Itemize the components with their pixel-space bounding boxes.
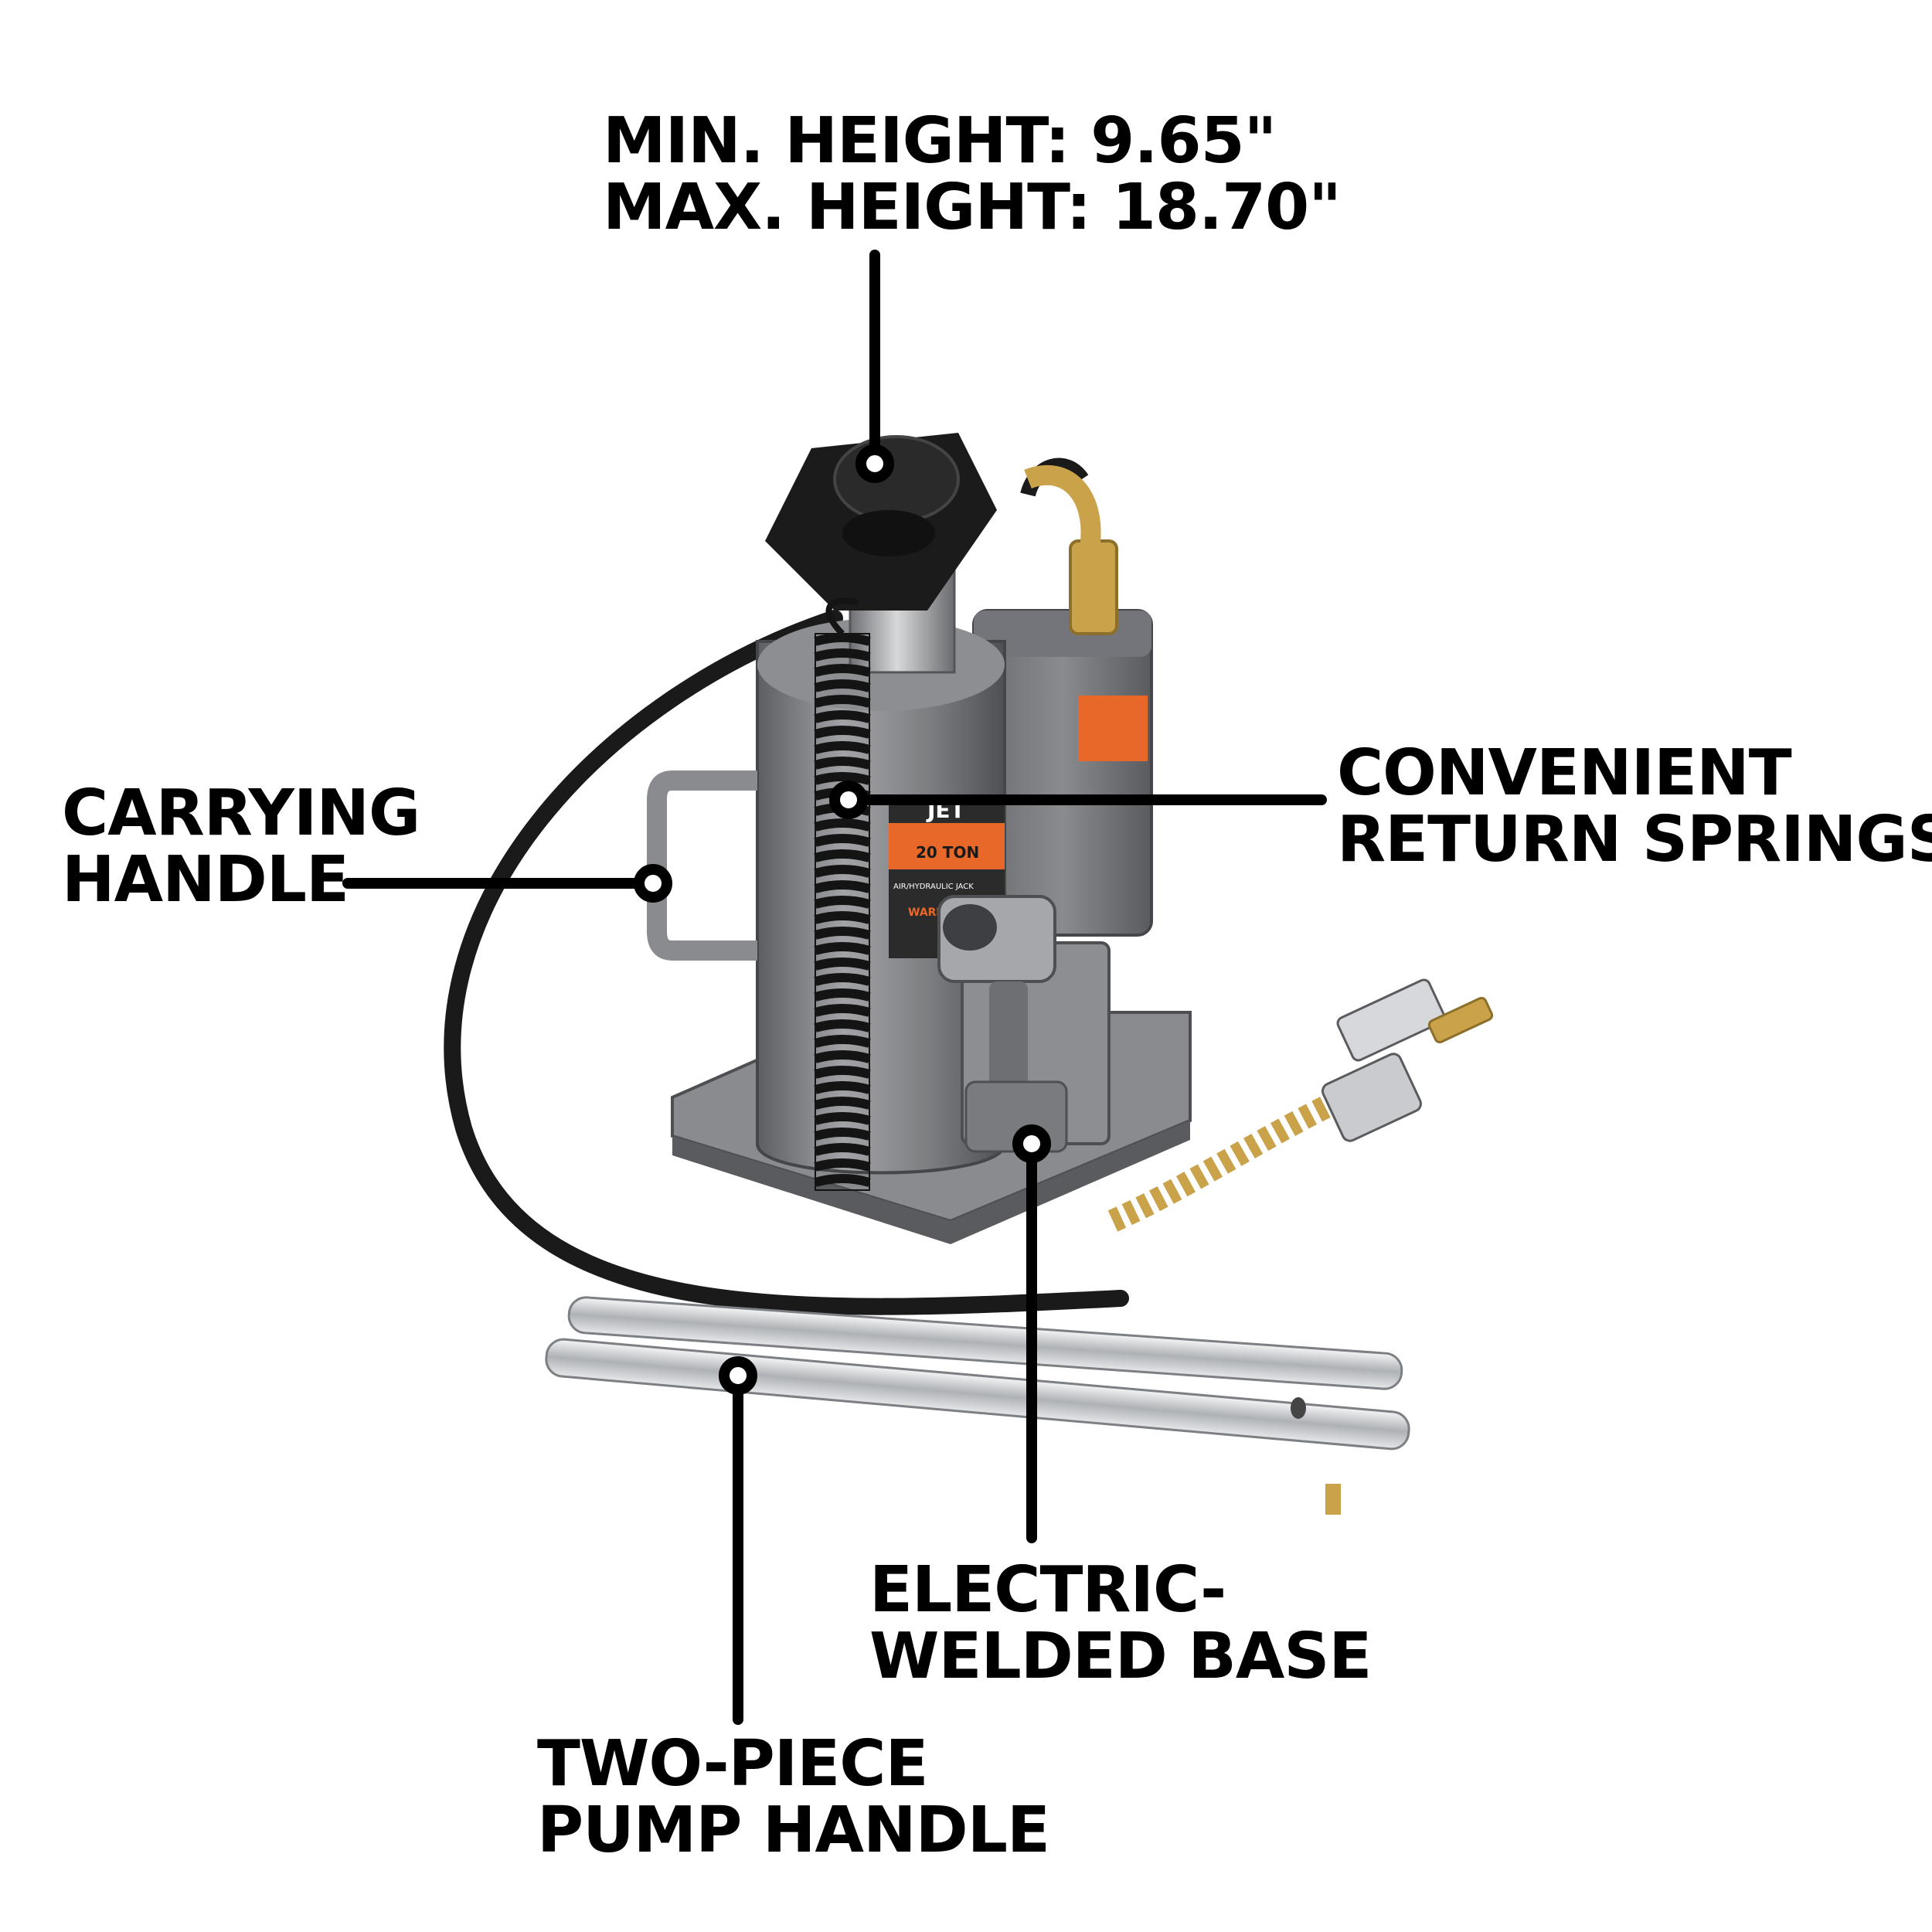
leader-springs-dot — [829, 781, 868, 819]
carrying-handle-line2: HANDLE — [62, 843, 349, 917]
air-hose — [444, 610, 1129, 1315]
pump-handle-pieces — [545, 1296, 1410, 1515]
pump-socket-hole — [943, 904, 997, 951]
release-valve — [989, 981, 1028, 1090]
air-coupler — [1427, 996, 1494, 1044]
label-desc-text: AIR/HYDRAULIC JACK — [893, 883, 974, 891]
capacity-text: 20 TON — [916, 843, 979, 862]
carrying-handle — [647, 770, 757, 961]
return-spring — [814, 597, 871, 1191]
min-height-text: MIN. HEIGHT: 9.65" — [603, 104, 1277, 178]
carrying-handle-line1: CARRYING — [62, 777, 420, 850]
leader-height-dot — [855, 444, 894, 483]
air-valve-lever — [1336, 978, 1446, 1062]
saddle-thread — [842, 510, 935, 556]
leader-base-dot — [1012, 1124, 1051, 1163]
motor-warning-sticker — [1078, 696, 1148, 761]
label-orange-band — [889, 823, 1005, 869]
leader-lines — [342, 250, 1327, 1725]
return-springs-line1: CONVENIENT — [1337, 736, 1792, 810]
carrying-handle-callout: CARRYING HANDLE — [62, 777, 420, 917]
coil-hose — [1024, 465, 1101, 550]
welded-base-callout: ELECTRIC- WELDED BASE — [869, 1553, 1372, 1694]
air-valve-body — [1321, 1053, 1422, 1142]
base-plate-edge — [672, 1121, 1190, 1244]
brass-swivel — [1069, 539, 1118, 635]
return-springs-line2: RETURN SPRINGS — [1337, 803, 1932, 877]
max-height-text: MAX. HEIGHT: 18.70" — [603, 171, 1342, 245]
pump-handle-line1: TWO-PIECE — [537, 1727, 928, 1801]
welded-base-line2: WELDED BASE — [869, 1620, 1372, 1694]
leader-pump-dot — [719, 1356, 757, 1395]
leader-carrying-dot — [634, 864, 672, 903]
return-springs-callout: CONVENIENT RETURN SPRINGS — [1337, 740, 1932, 873]
welded-base-line1: ELECTRIC- — [869, 1553, 1226, 1627]
height-callout: MIN. HEIGHT: 9.65" MAX. HEIGHT: 18.70" — [603, 104, 1342, 245]
pump-handle-callout: TWO-PIECE PUMP HANDLE — [537, 1727, 1050, 1868]
saddle-screw — [833, 435, 960, 523]
pump-handle-line2: PUMP HANDLE — [537, 1794, 1050, 1868]
